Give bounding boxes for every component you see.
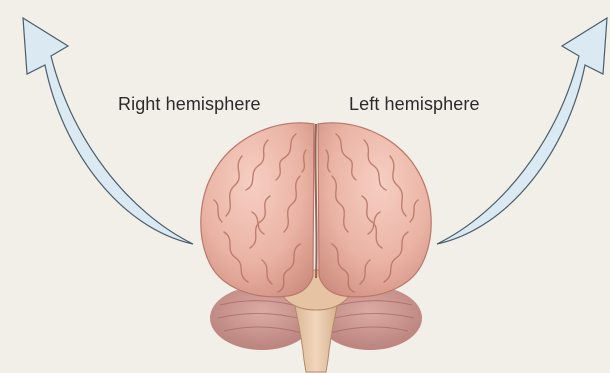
right-hemisphere-label: Right hemisphere [118,94,261,115]
right-hemisphere-arrow [23,18,193,244]
brain-illustration [201,123,431,372]
left-hemisphere-label: Left hemisphere [349,94,480,115]
left-hemisphere-arrow [437,18,607,244]
